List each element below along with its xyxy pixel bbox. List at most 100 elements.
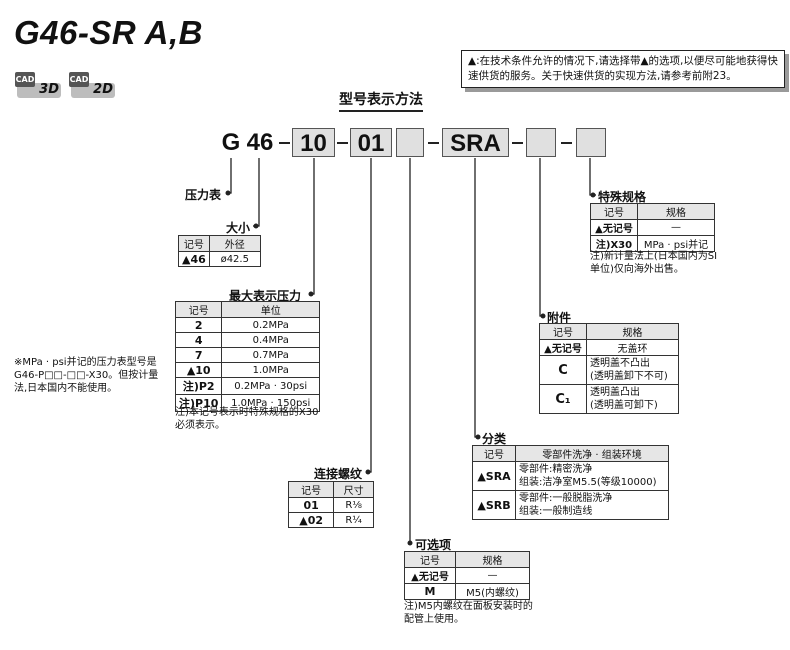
special-code: ▲无记号 xyxy=(590,219,638,236)
pressure-value: 1.0MPa · 150psi xyxy=(221,394,320,412)
cad-3d-badge: CAD xyxy=(15,72,35,87)
leader-dot-thread xyxy=(365,469,371,475)
code-box-01: 01 xyxy=(350,128,392,157)
thread-code: ▲02 xyxy=(287,512,335,528)
accessory-header-code: 记号 xyxy=(539,323,587,340)
pressure-header-unit: 单位 xyxy=(221,301,320,318)
leader-dot-accessory xyxy=(540,313,546,319)
size-table: 记号 外径 ▲46 ø42.5 xyxy=(178,235,261,267)
accessory-spec: 无盖环 xyxy=(586,339,679,356)
leader-accessory xyxy=(539,158,545,317)
option-header-code: 记号 xyxy=(404,551,456,568)
leader-dot-option xyxy=(407,540,413,546)
pressure-code: 7 xyxy=(174,347,223,363)
accessory-spec: 透明盖凸出 xyxy=(590,387,640,398)
option-code: M xyxy=(404,583,456,600)
accessory-spec: 透明盖不凸出 xyxy=(590,358,650,369)
special-label: 特殊规格 xyxy=(598,190,647,204)
classification-code: ▲SRB xyxy=(472,490,516,520)
leader-dot-gauge xyxy=(225,190,231,196)
classification-header-env: 零部件洗净 · 组装环境 xyxy=(515,445,669,462)
cad-3d-icon[interactable]: CAD 3D xyxy=(15,72,63,98)
table-row: ▲无记号 无盖环 xyxy=(539,339,679,356)
size-code: ▲46 xyxy=(178,251,210,267)
special-spec: MPa · psi并记 xyxy=(637,235,715,252)
table-row: C 透明盖不凸出 (透明盖卸下不可) xyxy=(539,355,679,385)
cad-3d-label: 3D xyxy=(39,82,59,97)
code-box-accessory xyxy=(526,128,556,157)
classification-table: 记号 零部件洗净 · 组装环境 ▲SRA 零部件:精密洗净 组装:洁净室M5.5… xyxy=(472,445,669,520)
code-box-option xyxy=(396,128,424,157)
code-dash-1 xyxy=(279,142,290,144)
accessory-code: ▲无记号 xyxy=(539,339,587,356)
special-note: 注)新计量法上(日本国内为SI单位)仅向海外出售。 xyxy=(590,251,718,275)
pressure-header-code: 记号 xyxy=(174,301,223,318)
classification-parts: 零部件:精密洗净 xyxy=(519,464,593,475)
size-label: 大小 xyxy=(226,221,251,235)
gauge-label: 压力表 xyxy=(185,188,222,202)
code-box-special xyxy=(576,128,606,157)
classification-assembly: 组装:一般制造线 xyxy=(519,506,593,517)
pressure-code: 4 xyxy=(174,332,223,348)
pressure-side-note: ※MPa · psi并记的压力表型号是G46-P□□-□□-X30。但按计量法,… xyxy=(14,357,159,394)
pressure-code: 2 xyxy=(174,317,223,333)
cad-2d-label: 2D xyxy=(93,82,113,97)
table-row: ▲无记号— xyxy=(590,219,715,236)
leader-pressure xyxy=(309,158,315,295)
classification-label: 分类 xyxy=(482,432,507,446)
accessory-spec-sub: (透明盖可卸下) xyxy=(590,400,658,411)
option-note: 注)M5内螺纹在面板安装时的配管上使用。 xyxy=(404,601,533,625)
classification-header-code: 记号 xyxy=(472,445,516,462)
quick-delivery-note: ▲:在技术条件允许的情况下,请选择带▲的选项,以便尽可能地获得快速供货的服务。关… xyxy=(461,50,785,88)
size-header-code: 记号 xyxy=(178,235,210,252)
code-box-10: 10 xyxy=(292,128,335,157)
option-spec: M5(内螺纹) xyxy=(455,583,530,600)
thread-code: 01 xyxy=(287,497,335,513)
size-header-od: 外径 xyxy=(208,235,261,252)
leader-size xyxy=(253,158,260,227)
page-title: G46-SR A,B xyxy=(14,14,203,51)
leader-dot-special xyxy=(590,192,596,198)
thread-size: R¼ xyxy=(333,512,374,528)
code-dash-4 xyxy=(512,142,523,144)
leader-dot-pressure xyxy=(308,291,314,297)
pressure-value: 1.0MPa xyxy=(221,362,320,378)
leader-dot-classification xyxy=(475,434,481,440)
classification-assembly: 组装:洁净室M5.5(等级10000) xyxy=(519,477,657,488)
leader-gauge xyxy=(226,158,232,194)
pressure-code: 注)P2 xyxy=(174,377,223,395)
leader-classification xyxy=(474,158,480,438)
pressure-code: 注)P10 xyxy=(174,394,223,412)
accessory-header-spec: 规格 xyxy=(586,323,679,340)
pressure-value: 0.4MPa xyxy=(221,332,320,348)
pressure-note: 注)本记号表示时特殊规格的X30必须表示。 xyxy=(175,407,319,431)
table-row: ▲SRA 零部件:精密洗净 组装:洁净室M5.5(等级10000) xyxy=(472,461,669,491)
option-header-spec: 规格 xyxy=(455,551,530,568)
code-g: G xyxy=(221,129,241,156)
special-header-spec: 规格 xyxy=(637,203,715,220)
pressure-label: 最大表示压力 xyxy=(229,289,302,303)
accessory-code: C₁ xyxy=(539,384,587,414)
leader-thread xyxy=(366,158,372,473)
classification-parts: 零部件:一般脱脂洗净 xyxy=(519,493,613,504)
cad-2d-icon[interactable]: CAD 2D xyxy=(69,72,117,98)
table-row: ▲46 ø42.5 xyxy=(178,251,261,267)
thread-header-code: 记号 xyxy=(287,481,335,498)
cad-2d-badge: CAD xyxy=(69,72,89,87)
code-46: 46 xyxy=(246,129,274,156)
size-value: ø42.5 xyxy=(208,251,261,267)
code-dash-5 xyxy=(561,142,572,144)
special-code: 注)X30 xyxy=(590,235,638,252)
